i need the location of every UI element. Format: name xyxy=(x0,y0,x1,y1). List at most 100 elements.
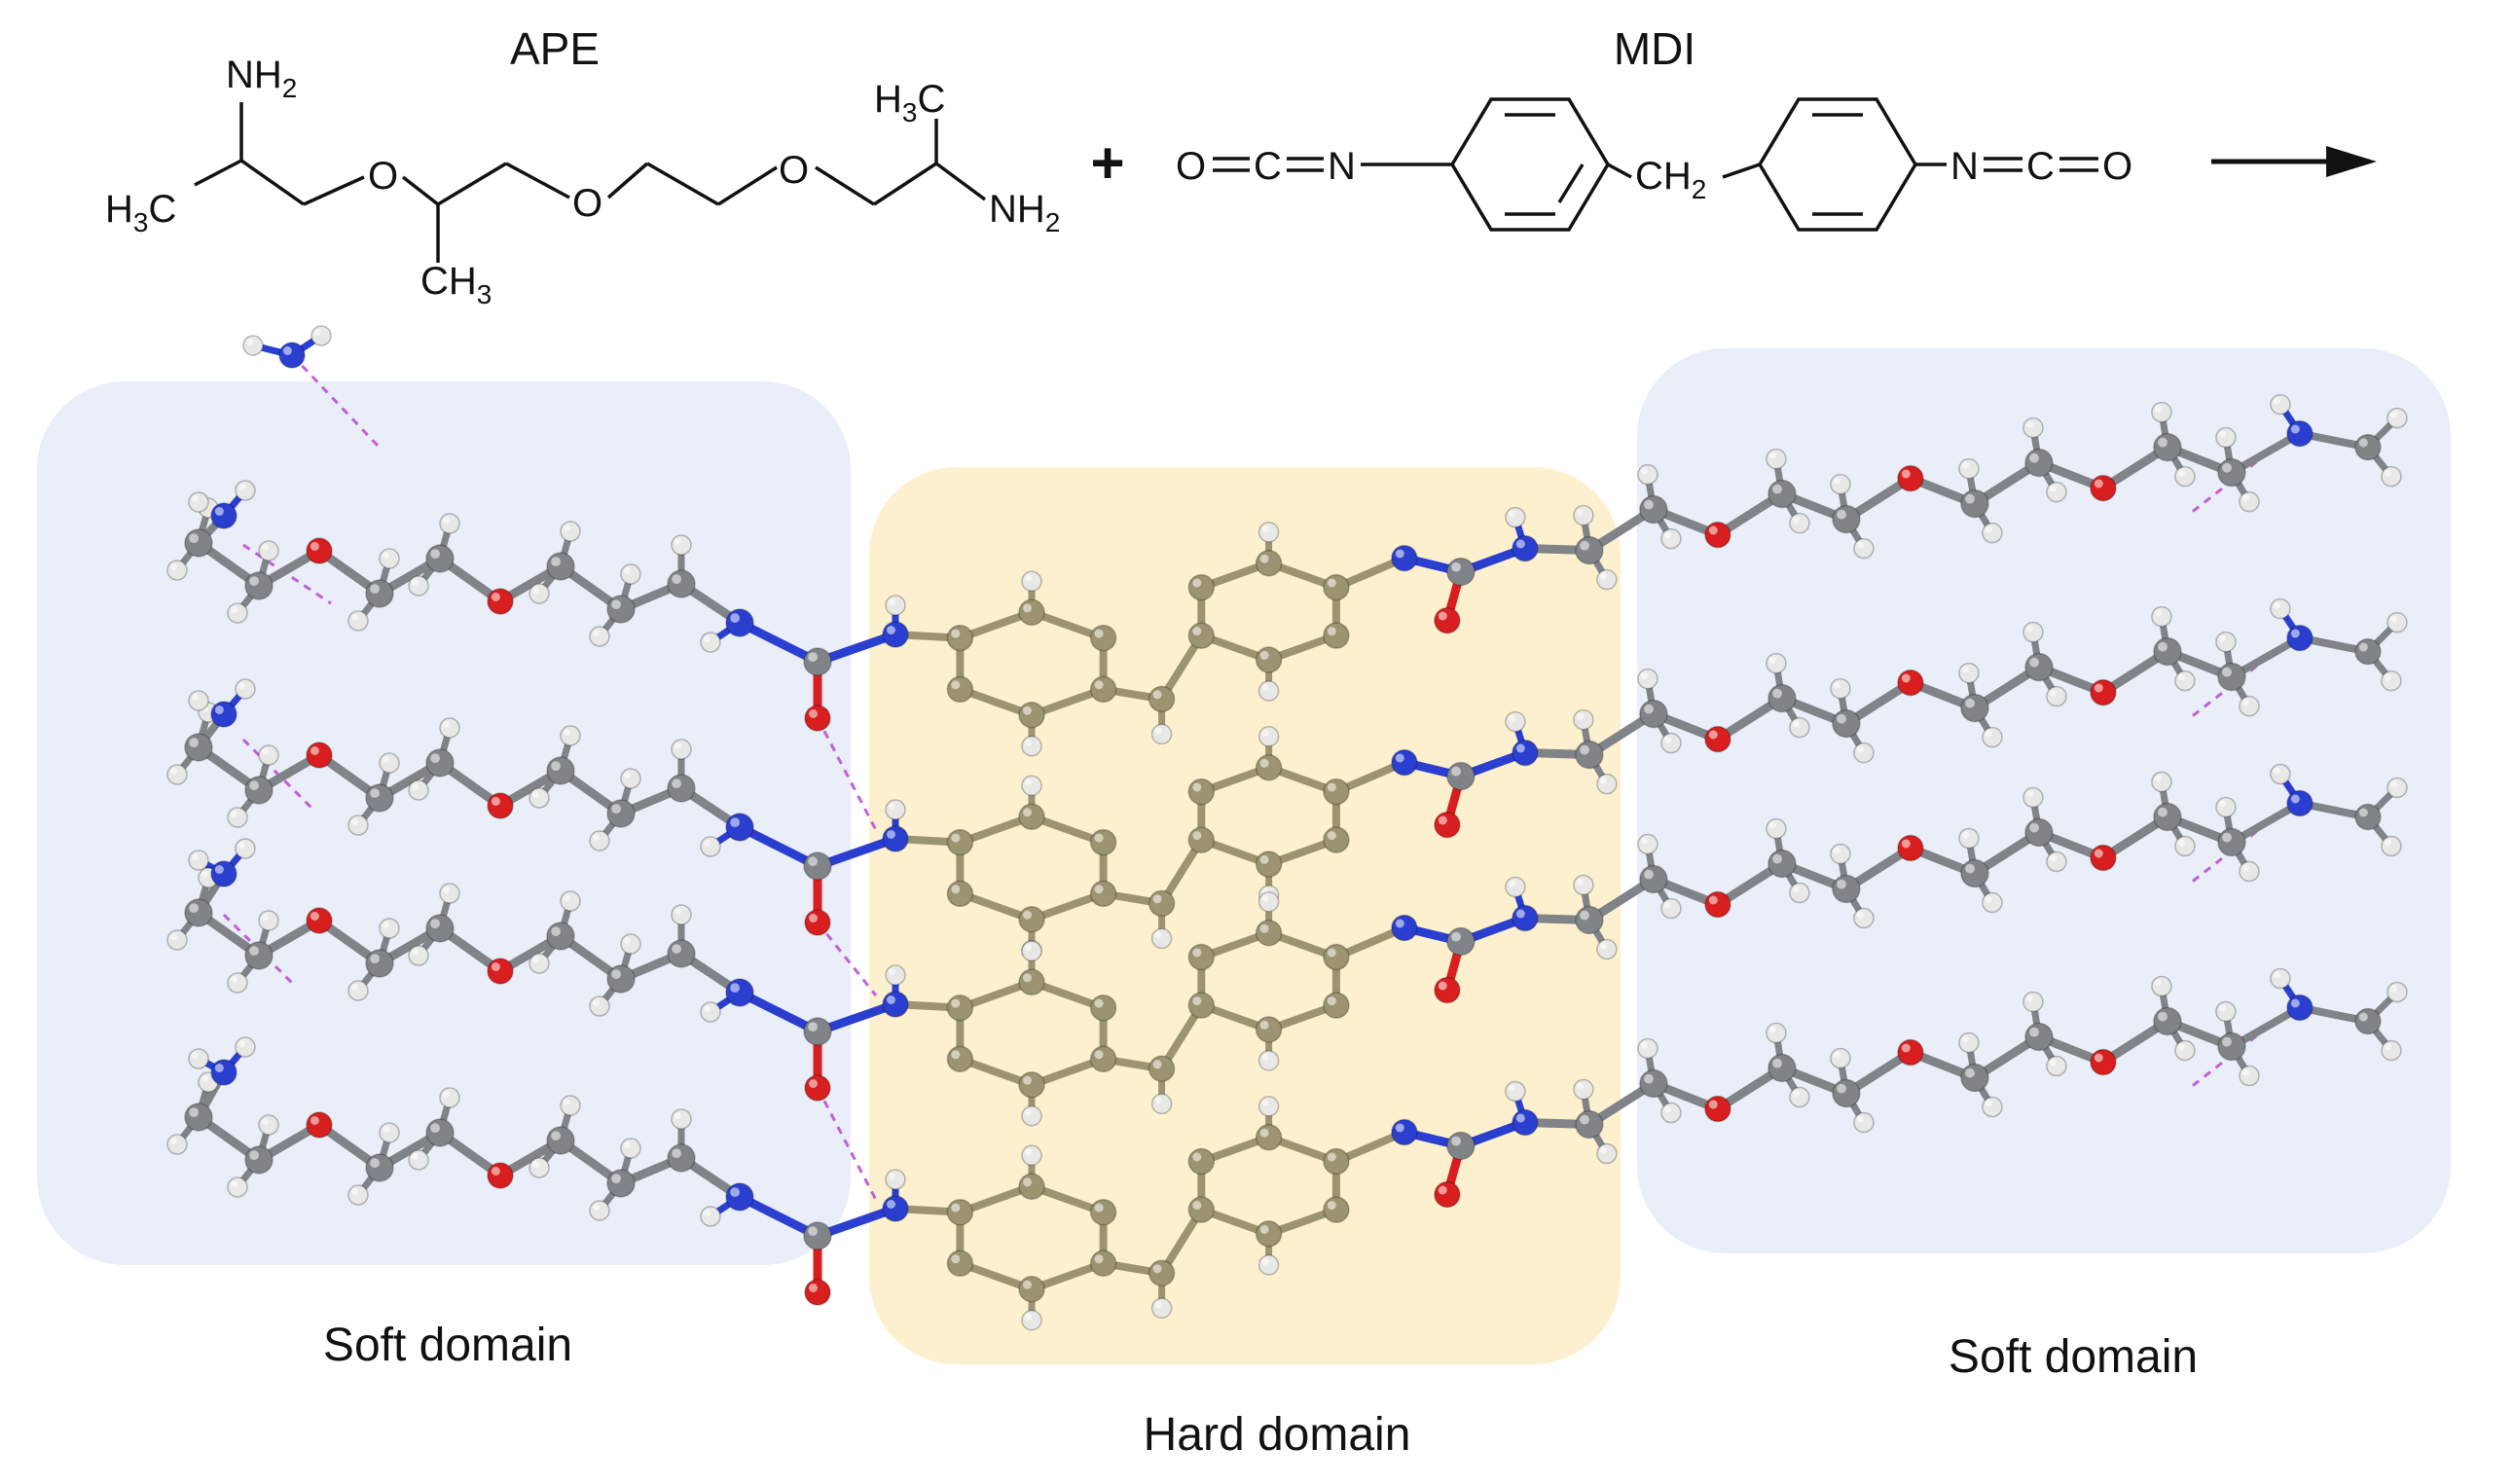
svg-text:O: O xyxy=(2102,145,2132,188)
oxygen-atom xyxy=(306,537,333,564)
atom-highlight xyxy=(1837,1083,1846,1094)
atom-highlight xyxy=(2290,998,2300,1008)
svg-text:N: N xyxy=(1328,145,1356,188)
atom-highlight xyxy=(951,1050,961,1060)
carbon-atom xyxy=(2024,817,2054,848)
carbon-atom xyxy=(1639,864,1668,894)
carbon-atom xyxy=(2354,637,2382,666)
hydrogen-atom xyxy=(671,1108,692,1130)
carbon-atom xyxy=(1446,761,1476,791)
svg-text:H3C: H3C xyxy=(105,188,176,237)
atom-highlight xyxy=(1985,1100,1992,1107)
plus-sign: + xyxy=(1090,130,1124,196)
atom-highlight xyxy=(611,804,621,814)
hydrogen-atom xyxy=(347,610,369,632)
atom-highlight xyxy=(1708,525,1718,535)
carbon-atom xyxy=(1323,992,1350,1019)
nitrogen-atom xyxy=(210,701,237,728)
hydrogen-atom xyxy=(1830,473,1851,495)
carbon-atom xyxy=(1960,693,1989,723)
atom-highlight xyxy=(593,1204,600,1211)
atom-highlight xyxy=(2154,609,2162,617)
bond xyxy=(735,1192,822,1241)
atom-highlight xyxy=(2154,979,2162,987)
carbon-atom xyxy=(1255,754,1283,781)
atom-highlight xyxy=(1192,578,1202,588)
bond xyxy=(1028,1055,1108,1089)
hydrogen-atom xyxy=(1258,726,1280,747)
carbon-atom xyxy=(184,898,213,927)
atom-highlight xyxy=(1792,720,1800,728)
atom-highlight xyxy=(809,709,818,718)
soft-domain-right-panel xyxy=(1637,348,2451,1253)
hydrogen-atom xyxy=(1150,1093,1173,1115)
atom-highlight xyxy=(2158,641,2168,652)
svg-text:NH2: NH2 xyxy=(226,54,297,103)
carbon-atom xyxy=(1768,849,1797,879)
atom-highlight xyxy=(1192,1201,1202,1211)
atom-highlight xyxy=(1837,713,1846,724)
atom-highlight xyxy=(1576,508,1584,516)
atom-highlight xyxy=(1023,808,1032,817)
carbon-atom xyxy=(1255,1124,1283,1151)
oxygen-atom xyxy=(1434,976,1461,1004)
bond xyxy=(956,608,1036,642)
carbon-atom xyxy=(1323,943,1350,971)
atom-highlight xyxy=(314,329,321,336)
atom-highlight xyxy=(887,1200,895,1209)
oxygen-atom xyxy=(487,588,514,615)
atom-highlight xyxy=(370,1158,380,1168)
svg-text:CH3: CH3 xyxy=(420,260,492,309)
atom-highlight xyxy=(1395,919,1404,928)
carbon-atom xyxy=(1018,1070,1045,1099)
carbon-atom xyxy=(667,939,696,968)
atom-highlight xyxy=(704,635,711,642)
carbon-atom xyxy=(1018,803,1045,831)
nitrogen-atom xyxy=(1391,914,1418,942)
atom-highlight xyxy=(2049,1059,2057,1067)
atom-highlight xyxy=(1644,869,1654,880)
hydrogen-atom xyxy=(1637,1037,1658,1060)
hydrogen-atom xyxy=(2239,1065,2260,1087)
atom-highlight xyxy=(1192,996,1202,1006)
atom-highlight xyxy=(2242,864,2249,872)
hydrogen-atom xyxy=(1789,716,1810,739)
carbon-atom xyxy=(2354,803,2382,831)
atom-highlight xyxy=(1961,666,1969,673)
atom-highlight xyxy=(1094,1254,1104,1264)
atom-highlight xyxy=(672,1148,681,1158)
carbon-atom xyxy=(606,1169,636,1198)
hydrogen-atom xyxy=(885,595,906,616)
carbon-atom xyxy=(2024,652,2054,682)
atom-highlight xyxy=(2218,1004,2226,1012)
atom-highlight xyxy=(2025,995,2033,1002)
hydrogen-atom xyxy=(1258,1096,1280,1117)
oxygen-atom xyxy=(2090,1048,2117,1076)
oxygen-atom xyxy=(804,1074,831,1102)
carbon-atom xyxy=(1187,1196,1216,1223)
hydrogen-atom xyxy=(1766,1022,1787,1044)
oxygen-atom xyxy=(804,909,831,936)
oxygen-atom xyxy=(2090,474,2117,502)
atom-highlight xyxy=(370,788,380,798)
hydrogen-atom xyxy=(2174,670,2196,692)
bond xyxy=(813,630,900,667)
carbon-atom xyxy=(2217,457,2246,488)
atom-highlight xyxy=(1576,878,1584,886)
atom-highlight xyxy=(532,1161,539,1168)
carbon-atom xyxy=(1832,874,1861,904)
oxygen-atom xyxy=(306,742,333,769)
nitrogen-atom xyxy=(1512,1108,1539,1137)
atom-highlight xyxy=(1580,540,1589,551)
hydrogen-atom xyxy=(1021,1309,1042,1331)
atom-highlight xyxy=(1663,901,1671,909)
atom-highlight xyxy=(2029,822,2039,833)
hydrogen-atom xyxy=(2381,835,2402,857)
carbon-atom xyxy=(2217,827,2246,857)
atom-highlight xyxy=(593,630,600,636)
atom-highlight xyxy=(2029,657,2039,668)
atom-highlight xyxy=(192,1052,199,1059)
carbon-atom xyxy=(1255,1016,1283,1043)
nitrogen-atom xyxy=(1391,544,1418,572)
atom-highlight xyxy=(249,780,259,790)
